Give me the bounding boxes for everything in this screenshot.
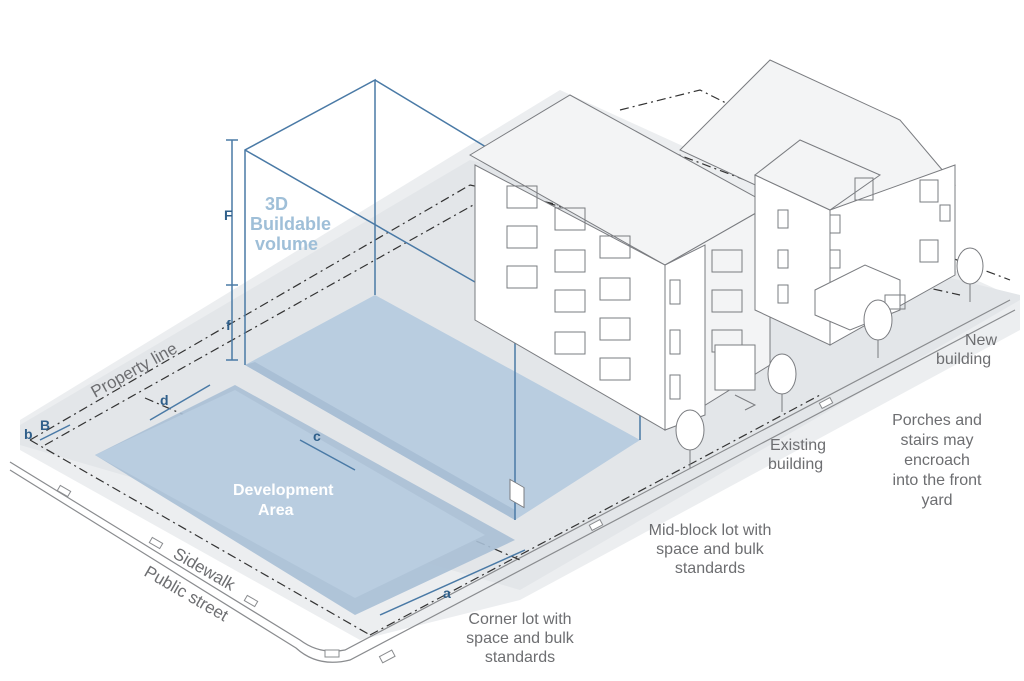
- existing-building-label-line1: Existing: [770, 437, 826, 454]
- volume-label-line3: volume: [255, 234, 318, 254]
- midblock-note: Mid-block lot with space and bulk standa…: [649, 522, 772, 577]
- porches-note: Porches and stairs may encroach into the…: [892, 412, 982, 509]
- new-building: [679, 59, 956, 346]
- new-building-windows: [777, 177, 951, 304]
- corner-note-line1: Corner lot with: [468, 611, 571, 628]
- porches-note-line2: stairs may: [901, 432, 974, 449]
- street-trees: [675, 247, 984, 468]
- midblock-note-line3: standards: [675, 560, 745, 577]
- volume-label-line2: Buildable: [250, 214, 331, 234]
- corner-note-line3: standards: [485, 649, 555, 666]
- midblock-note-line1: Mid-block lot with: [649, 522, 772, 539]
- tree-icon: [675, 409, 705, 468]
- development-label-line1: Development: [233, 482, 334, 499]
- porches-note-line5: yard: [921, 492, 952, 509]
- dimension-c: c: [313, 428, 321, 444]
- new-building-label-line1: New: [965, 332, 997, 349]
- porches-note-line3: encroach: [904, 452, 970, 469]
- dimension-a: a: [443, 585, 451, 601]
- existing-building: [469, 94, 772, 509]
- tree-icon: [863, 299, 893, 358]
- porches-note-line1: Porches and: [892, 412, 982, 429]
- existing-building-label-line2: building: [768, 456, 823, 473]
- dimension-d: d: [160, 392, 169, 408]
- development-area: [95, 385, 515, 615]
- dimension-b-upper: B: [40, 417, 50, 433]
- dimension-ticks: [39, 384, 526, 616]
- new-building-label-line2: building: [936, 351, 991, 368]
- tree-icon: [956, 247, 984, 302]
- dimension-f-upper: F: [224, 207, 233, 223]
- volume-label-line1: 3D: [265, 194, 288, 214]
- street-curb: [9, 299, 1016, 664]
- corner-note-line2: space and bulk: [466, 630, 575, 647]
- development-label-line2: Area: [258, 502, 294, 519]
- porches-note-line4: into the front: [893, 472, 983, 489]
- tree-icon: [767, 353, 797, 412]
- existing-building-windows: [506, 185, 743, 509]
- midblock-note-line2: space and bulk: [656, 541, 765, 558]
- dimension-f-lower: f: [226, 317, 231, 333]
- corner-note: Corner lot with space and bulk standards: [466, 611, 575, 666]
- dimension-b-lower: b: [24, 426, 33, 442]
- midblock-base: [245, 295, 640, 520]
